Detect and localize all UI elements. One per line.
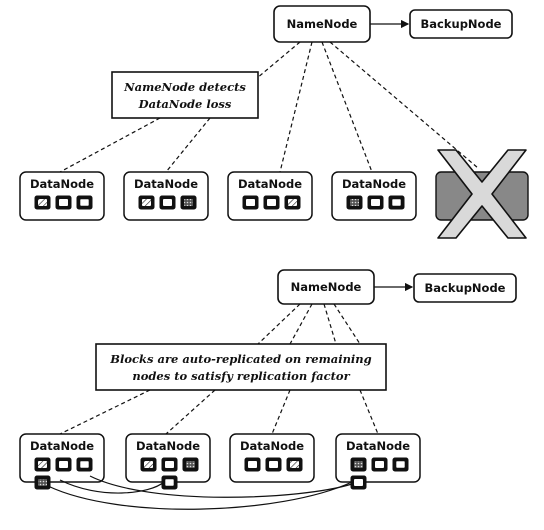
top-block-dotted bbox=[346, 195, 363, 210]
bottom-backupnode-label: BackupNode bbox=[425, 281, 506, 295]
top-note-line-1: NameNode detects bbox=[123, 80, 246, 94]
bottom-block-hatched bbox=[286, 457, 303, 472]
top-backupnode: BackupNode bbox=[409, 9, 513, 39]
top-datanode-1: DataNode bbox=[19, 171, 105, 221]
top-datanode-label: DataNode bbox=[342, 177, 406, 191]
bottom-replicated-block-dark bbox=[350, 475, 367, 490]
failure-x-icon bbox=[437, 149, 527, 239]
top-block-dark bbox=[367, 195, 384, 210]
top-heartbeat-links bbox=[59, 41, 479, 173]
bottom-datanode-label: DataNode bbox=[240, 439, 304, 453]
bottom-block-hatched bbox=[140, 457, 157, 472]
bottom-datanode-2: DataNode bbox=[125, 433, 211, 490]
bottom-block-light bbox=[392, 457, 409, 472]
top-block-hatched bbox=[34, 195, 51, 210]
top-datanode-3: DataNode bbox=[227, 171, 313, 221]
bottom-datanode-label: DataNode bbox=[136, 439, 200, 453]
replication-curve-3 bbox=[89, 475, 353, 498]
replication-curve-2 bbox=[59, 479, 165, 494]
replication-curve-1 bbox=[47, 481, 353, 510]
top-block-dark bbox=[242, 195, 259, 210]
replication-links bbox=[47, 475, 353, 510]
top-link-note-dn1 bbox=[59, 117, 161, 173]
top-block-light bbox=[388, 195, 405, 210]
top-backupnode-label: BackupNode bbox=[421, 17, 502, 31]
top-datanode-2: DataNode bbox=[123, 171, 209, 221]
bottom-block-light bbox=[76, 457, 93, 472]
bottom-datanode-label: DataNode bbox=[30, 439, 94, 453]
top-namenode-label: NameNode bbox=[287, 17, 358, 31]
bottom-replicated-block-light bbox=[161, 475, 178, 490]
top-note: NameNode detects DataNode loss bbox=[111, 71, 259, 119]
top-panel: NameNode BackupNode NameNode detects Dat… bbox=[19, 5, 529, 239]
top-block-light bbox=[76, 195, 93, 210]
top-failed-datanode bbox=[435, 149, 529, 239]
top-block-dark bbox=[55, 195, 72, 210]
top-datanode-4: DataNode bbox=[331, 171, 417, 221]
bottom-namenode-label: NameNode bbox=[291, 280, 362, 294]
top-note-line-2: DataNode loss bbox=[138, 97, 232, 111]
bottom-block-dark bbox=[161, 457, 178, 472]
top-datanode-label: DataNode bbox=[30, 177, 94, 191]
bottom-note: Blocks are auto-replicated on remaining … bbox=[95, 343, 387, 391]
bottom-block-dotted bbox=[350, 457, 367, 472]
top-namenode: NameNode bbox=[273, 5, 371, 43]
top-link-note bbox=[249, 41, 301, 85]
bottom-namenode: NameNode bbox=[277, 269, 375, 305]
bottom-block-dark bbox=[371, 457, 388, 472]
top-block-dark bbox=[159, 195, 176, 210]
bottom-heartbeat-links bbox=[59, 303, 379, 435]
top-link-note-dn2 bbox=[165, 117, 211, 173]
bottom-datanode-3: DataNode bbox=[229, 433, 315, 483]
bottom-datanodes: DataNode DataNode DataNode DataNode bbox=[19, 433, 421, 490]
top-block-dotted bbox=[180, 195, 197, 210]
bottom-replicated-block-dotted bbox=[34, 475, 51, 490]
bottom-block-dark bbox=[244, 457, 261, 472]
top-link-datanode-3 bbox=[279, 41, 313, 173]
top-block-hatched bbox=[138, 195, 155, 210]
bottom-datanode-1: DataNode bbox=[19, 433, 105, 490]
top-datanodes: DataNode DataNode DataNode DataNode bbox=[19, 171, 417, 221]
top-datanode-label: DataNode bbox=[134, 177, 198, 191]
bottom-block-hatched bbox=[34, 457, 51, 472]
bottom-block-dark bbox=[55, 457, 72, 472]
bottom-panel: NameNode BackupNode Blocks are auto-repl… bbox=[19, 269, 517, 510]
bottom-note-line-2: nodes to satisfy replication factor bbox=[132, 369, 350, 383]
top-block-dark bbox=[263, 195, 280, 210]
bottom-backupnode: BackupNode bbox=[413, 273, 517, 303]
top-block-hatched bbox=[284, 195, 301, 210]
bottom-datanode-label: DataNode bbox=[346, 439, 410, 453]
top-link-datanode-5 bbox=[329, 41, 479, 169]
bottom-note-line-1: Blocks are auto-replicated on remaining bbox=[109, 352, 371, 366]
bottom-datanode-4: DataNode bbox=[335, 433, 421, 490]
top-datanode-label: DataNode bbox=[238, 177, 302, 191]
top-link-datanode-4 bbox=[321, 41, 373, 173]
bottom-block-dotted bbox=[182, 457, 199, 472]
bottom-block-dark bbox=[265, 457, 282, 472]
